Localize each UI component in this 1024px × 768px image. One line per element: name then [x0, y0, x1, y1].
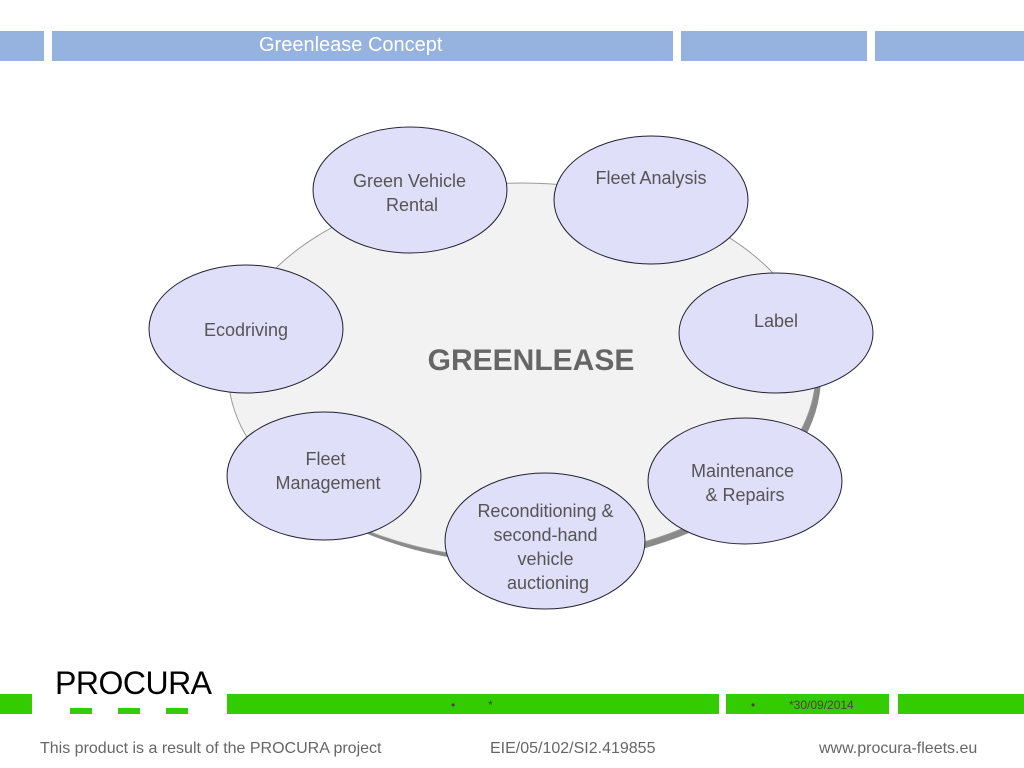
header-bar-left [0, 31, 44, 61]
footer-bar-center [227, 694, 719, 714]
footer-date: *30/09/2014 [789, 698, 854, 712]
svg-text:Green Vehicle Rental: Green Vehicle Rental [353, 171, 471, 215]
svg-text:Fleet Analysis: Fleet Analysis [595, 168, 706, 188]
node-label-line: Maintenance [691, 461, 794, 481]
footer-grant-number: EIE/05/102/SI2.419855 [490, 740, 656, 757]
node-label-line: vehicle [517, 549, 573, 569]
footer-website-link[interactable]: www.procura-fleets.eu [819, 740, 978, 757]
logo-background [41, 665, 221, 715]
footer-bullet-2: • [751, 698, 756, 712]
node-fleet-management: Fleet Management [226, 411, 422, 541]
node-label-line: Reconditioning & [477, 501, 613, 521]
logo-mark-1 [70, 708, 92, 714]
node-label-line: & Repairs [705, 485, 784, 505]
footer-project-text: This product is a result of the PROCURA … [40, 740, 382, 757]
footer-bullet-1-text: * [488, 698, 493, 712]
node-label-line: auctioning [507, 573, 589, 593]
node-label: Label [678, 272, 874, 394]
header-bar-right-2 [875, 31, 1024, 61]
svg-text:Reconditioning & second-: Reconditioning & second-hand vehicle auc… [477, 501, 618, 593]
svg-text:Ecodriving: Ecodriving [204, 320, 288, 340]
header-bar-right-1 [681, 31, 867, 61]
node-label-line: Rental [386, 195, 438, 215]
page-title: Greenlease Concept [259, 34, 443, 56]
svg-text:Maintenance & Repairs: Maintenance & Repairs [691, 461, 799, 505]
node-label-line: Green Vehicle [353, 171, 466, 191]
center-label: GREENLEASE [428, 344, 635, 377]
header-bar-title [52, 31, 673, 61]
node-label-line: Fleet [305, 449, 345, 469]
logo-mark-2 [118, 708, 140, 714]
node-green-vehicle-rental: Green Vehicle Rental [312, 126, 508, 254]
node-label-line: Fleet Analysis [595, 168, 706, 188]
node-label-line: Label [754, 311, 798, 331]
node-reconditioning: Reconditioning & second-hand vehicle auc… [444, 472, 646, 610]
footer-bar-right [898, 694, 1024, 714]
node-label-line: second-hand [493, 525, 597, 545]
node-fleet-analysis: Fleet Analysis [553, 135, 749, 265]
svg-text:Fleet Management: Fleet Management [275, 449, 380, 493]
logo-mark-3 [166, 708, 188, 714]
footer-bullet-1: • [451, 698, 456, 712]
node-label-line: Ecodriving [204, 320, 288, 340]
footer-bar-left [0, 694, 32, 714]
node-maintenance-repairs: Maintenance & Repairs [647, 417, 843, 545]
footer-bar-date [726, 694, 889, 714]
procura-logo: PROCURA [55, 665, 212, 701]
node-ecodriving: Ecodriving [148, 264, 344, 394]
node-label-line: Management [275, 473, 380, 493]
svg-text:Label: Label [754, 311, 798, 331]
